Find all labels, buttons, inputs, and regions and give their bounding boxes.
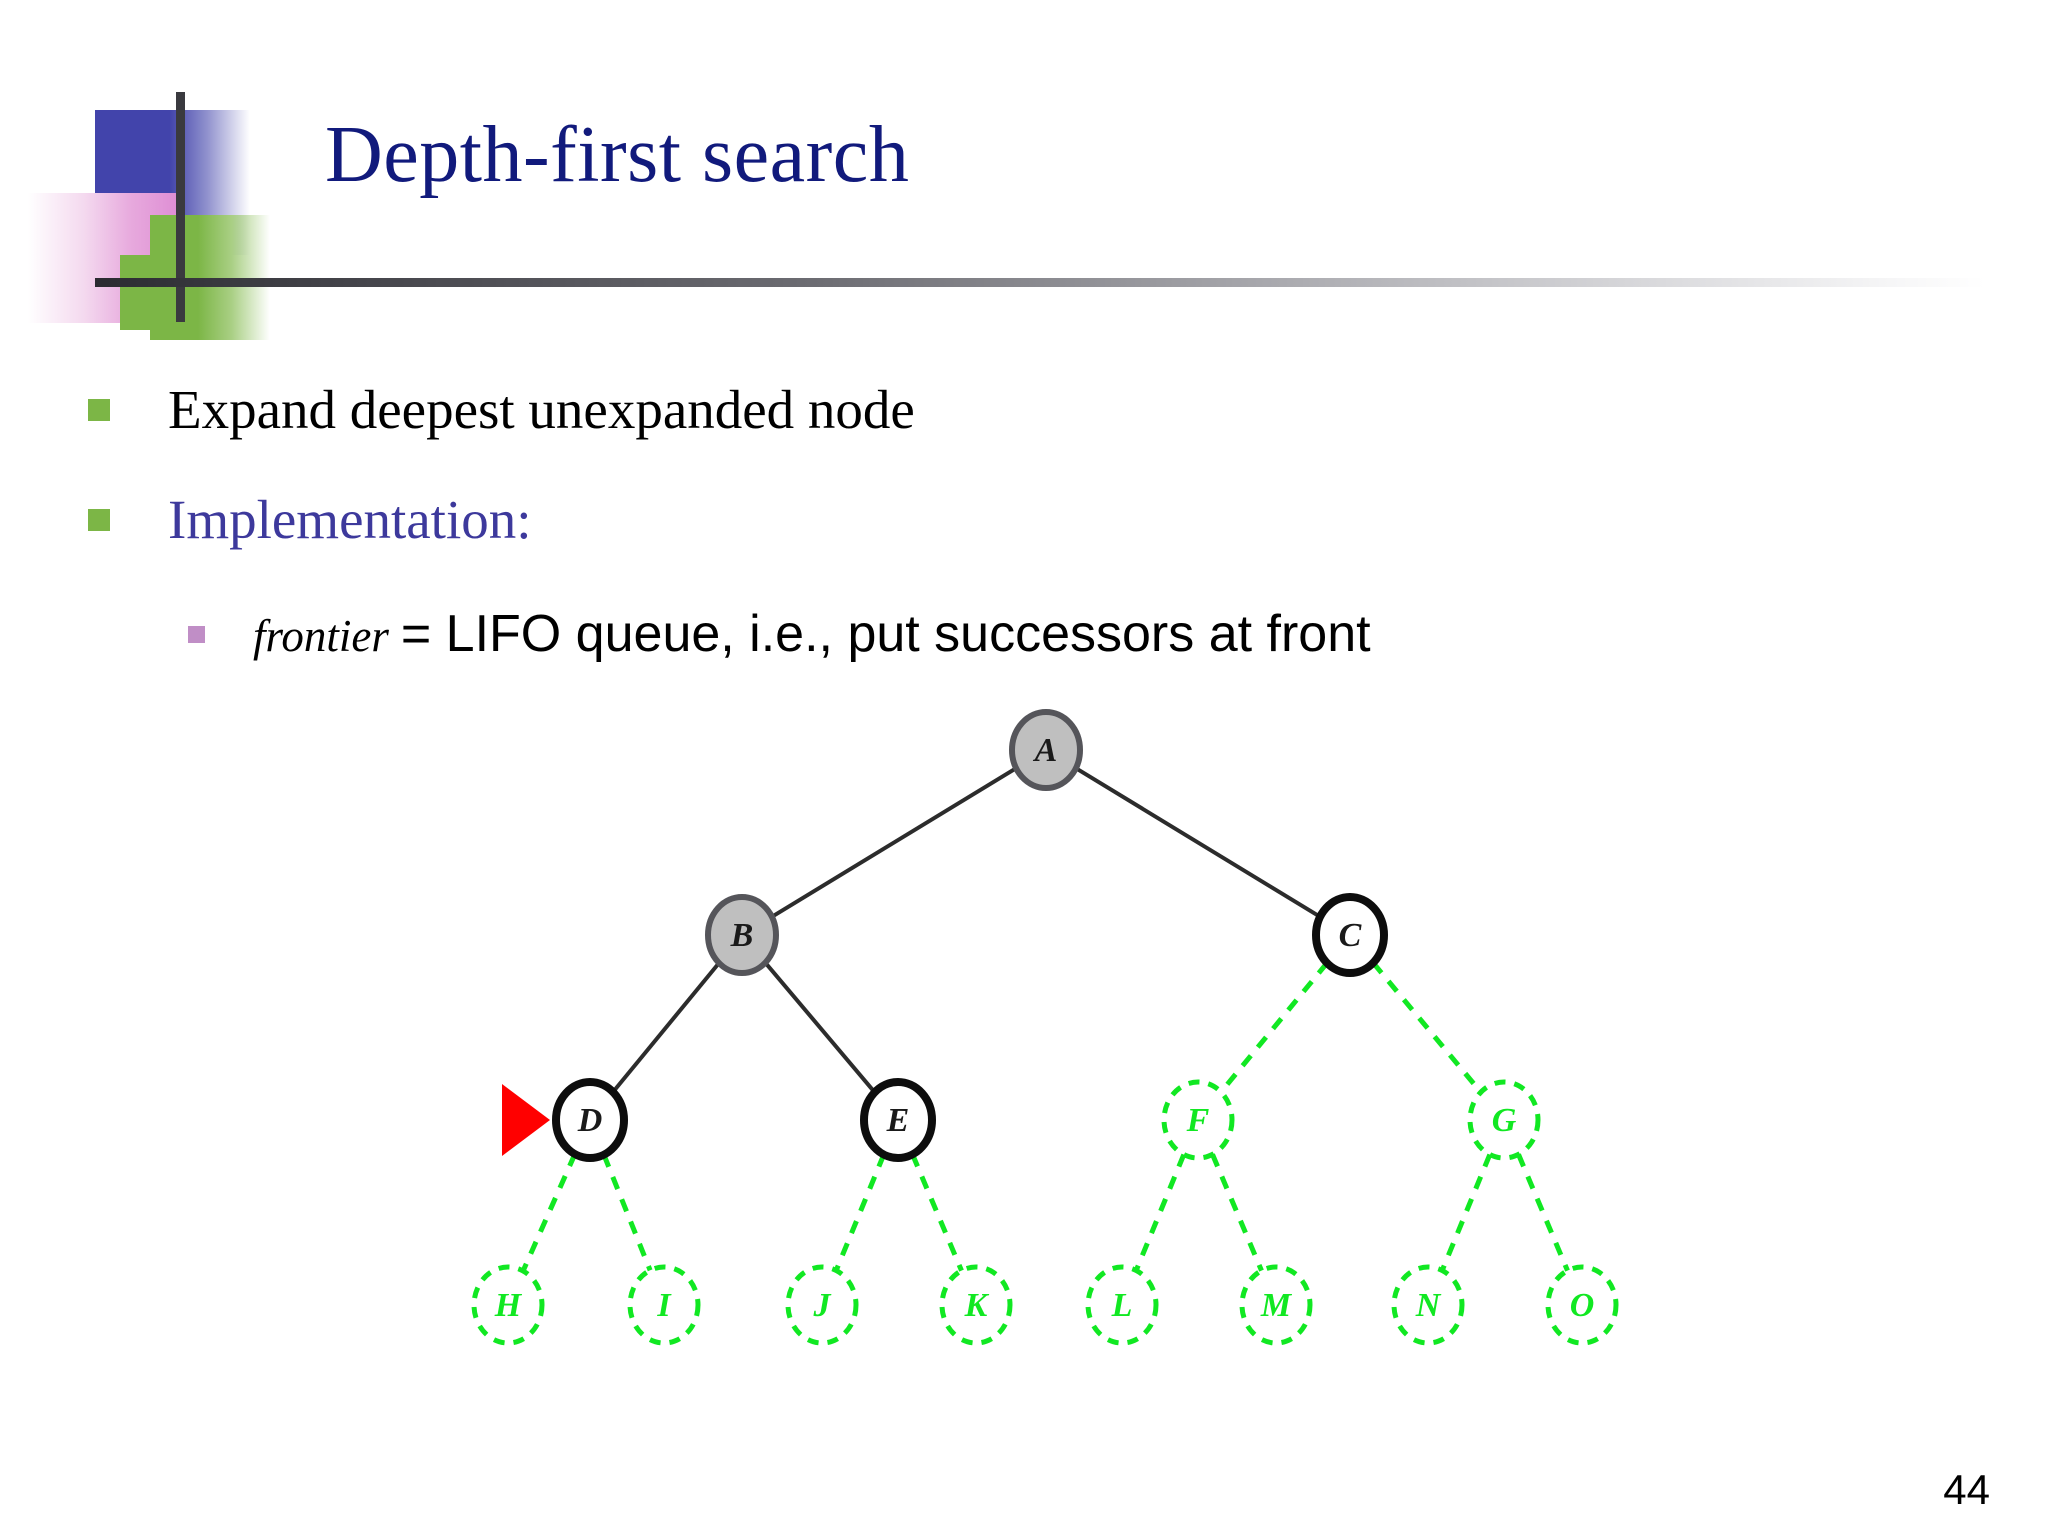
tree-edge-E-K [910,1153,964,1272]
tree-node-label: H [494,1287,523,1324]
tree-edge-C-G [1371,961,1483,1094]
tree-node-B: B [705,894,779,976]
tree-node-A: A [1009,709,1083,791]
tree-node-K: K [939,1264,1013,1346]
tree-edge-A-B [770,766,1018,919]
tree-node-circle [1545,1264,1619,1346]
current-node-pointer-icon [502,1084,550,1156]
tree-edge-G-O [1516,1153,1570,1272]
tree-node-label: L [1111,1287,1133,1324]
tree-node-circle [1391,1264,1465,1346]
tree-node-N: N [1391,1264,1465,1346]
bullet-item-implementation: Implementation: [88,488,532,551]
bullet-item-expand: Expand deepest unexpanded node [88,378,915,441]
tree-edge-G-N [1439,1153,1493,1272]
tree-node-circle [1009,709,1083,791]
tree-node-circle [1312,893,1388,977]
tree-node-F: F [1161,1079,1235,1161]
tree-node-circle [705,894,779,976]
tree-node-M: M [1239,1264,1313,1346]
tree-edge-A-C [1074,766,1322,919]
tree-node-G: G [1467,1079,1541,1161]
page-number: 44 [1943,1466,1990,1513]
page-title: Depth-first search [325,111,910,199]
tree-node-I: I [627,1264,701,1346]
tree-node-label: C [1339,917,1362,954]
tree-node-label: M [1260,1287,1293,1324]
tree-edge-F-M [1210,1153,1264,1272]
tree-node-circle [1161,1079,1235,1161]
tree-node-circle [1085,1264,1159,1346]
title-underline-rule [95,278,1985,287]
tree-node-C: C [1312,893,1388,977]
tree-node-label: N [1415,1287,1442,1324]
tree-edge-E-J [833,1153,887,1272]
tree-node-label: A [1033,732,1058,769]
tree-node-circle [785,1264,859,1346]
tree-edge-B-D [611,961,721,1094]
tree-edge-D-I [601,1153,653,1272]
sub-bullet-item-frontier: frontier = LIFO queue, i.e., put success… [188,604,1371,664]
tree-node-circle [552,1078,628,1162]
deco-pink-square [28,193,176,323]
tree-node-label: K [964,1287,990,1324]
bullet-label: Expand deepest unexpanded node [168,379,915,440]
tree-node-circle [627,1264,701,1346]
tree-node-D: D [552,1078,628,1162]
tree-node-label: B [730,917,754,954]
deco-blue-square [95,110,250,255]
tree-node-circle [1467,1079,1541,1161]
bullet-square-icon [88,508,110,531]
tree-edge-B-E [763,961,877,1094]
search-tree-svg: A B C D E F G H I J K L M N O [471,709,1619,1346]
tree-node-label: I [656,1287,672,1324]
tree-node-circle [860,1078,936,1162]
tree-node-label: D [577,1102,603,1139]
deco-vertical-rule [176,92,185,322]
tree-node-L: L [1085,1264,1159,1346]
frontier-emphasis: frontier [253,611,389,661]
tree-node-circle [1239,1264,1313,1346]
tree-edge-C-F [1219,961,1329,1094]
sub-bullet-label: = LIFO queue, i.e., put successors at fr… [400,605,1371,663]
tree-node-label: J [813,1287,832,1324]
sub-bullet-content: frontier = LIFO queue, i.e., put success… [253,604,1371,664]
tree-node-E: E [860,1078,936,1162]
search-tree-diagram: A B C D E F G H I J K L M N O [0,660,2048,1380]
tree-node-label: E [886,1102,910,1139]
bullet-square-icon [88,398,110,421]
tree-node-label: G [1492,1102,1517,1139]
tree-node-label: O [1570,1287,1595,1324]
tree-node-label: F [1186,1102,1210,1139]
tree-node-circle [939,1264,1013,1346]
tree-node-H: H [471,1264,545,1346]
tree-edge-F-L [1133,1153,1187,1272]
bullet-label: Implementation: [168,489,532,550]
sub-bullet-square-icon [188,625,205,643]
tree-node-circle [471,1264,545,1346]
tree-node-J: J [785,1264,859,1346]
tree-edge-D-H [520,1153,578,1272]
tree-node-O: O [1545,1264,1619,1346]
deco-green-square-2 [120,255,180,330]
